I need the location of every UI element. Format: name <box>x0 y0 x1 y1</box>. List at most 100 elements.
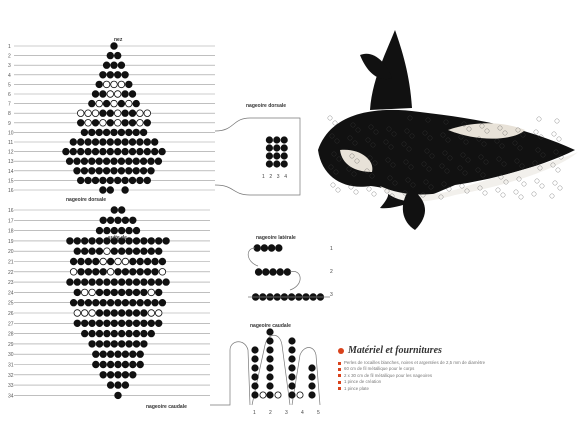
row-number: 12 <box>8 150 14 156</box>
bead-texture <box>354 158 360 164</box>
bead-texture <box>556 136 562 142</box>
black-bead <box>140 309 148 317</box>
row-number: 34 <box>8 393 14 399</box>
bead-texture <box>329 133 335 139</box>
black-bead <box>136 350 144 358</box>
bead-texture <box>557 185 563 191</box>
black-bead <box>92 360 100 369</box>
bead-texture <box>427 135 433 141</box>
row-number: 28 <box>8 332 14 338</box>
black-bead <box>132 288 141 297</box>
bead-texture <box>476 136 482 142</box>
white-bead <box>80 309 89 317</box>
row-number: 4 <box>8 73 11 79</box>
row-number: 30 <box>8 352 14 358</box>
black-bead <box>132 278 141 286</box>
bead-texture <box>466 126 472 132</box>
black-bead <box>125 237 133 245</box>
black-bead <box>251 382 259 390</box>
bead-texture <box>372 160 378 166</box>
black-bead <box>69 138 77 146</box>
white-bead <box>113 109 122 117</box>
black-bead <box>106 299 115 307</box>
black-bead <box>95 80 103 89</box>
material-item: 1 pince plate <box>338 386 578 392</box>
black-bead <box>110 42 118 50</box>
material-item: Perles de rocailles blanches, noires et … <box>338 360 578 366</box>
black-bead <box>99 176 107 185</box>
black-bead <box>92 268 100 276</box>
bead-texture <box>334 138 340 144</box>
white-bead <box>103 247 111 255</box>
bead-texture <box>428 184 434 190</box>
black-bead <box>102 167 111 175</box>
fin-number: 2 <box>269 174 272 180</box>
black-bead <box>147 278 155 286</box>
black-bead <box>128 147 137 156</box>
black-bead <box>265 136 273 144</box>
black-bead <box>136 147 144 156</box>
fin-number: 3 <box>277 174 280 180</box>
bead-texture <box>384 188 390 194</box>
black-bead <box>117 157 126 165</box>
black-bead <box>147 247 155 255</box>
black-bead <box>102 99 111 108</box>
black-bead <box>110 288 118 297</box>
bullet-icon <box>338 347 344 354</box>
bead-texture <box>465 157 471 163</box>
black-bead <box>308 373 316 381</box>
black-bead <box>99 350 107 358</box>
black-bead <box>132 340 141 348</box>
fin-number: 2 <box>269 410 272 416</box>
black-bead <box>103 309 111 317</box>
black-bead <box>269 268 277 276</box>
white-bead <box>147 288 155 297</box>
bead-texture <box>519 163 525 169</box>
bead-texture <box>349 153 355 159</box>
black-bead <box>132 99 140 108</box>
black-bead <box>117 329 126 338</box>
orca-flipper <box>402 188 426 230</box>
black-bead <box>266 391 274 399</box>
black-bead <box>65 157 74 165</box>
black-bead <box>73 247 81 255</box>
bead-texture <box>552 180 558 186</box>
row-number: 16 <box>8 188 14 194</box>
bead-texture <box>365 137 371 143</box>
row-number: 1 <box>8 44 11 50</box>
black-bead <box>136 268 144 276</box>
black-bead <box>95 309 104 317</box>
black-bead <box>66 278 74 286</box>
row-number: 15 <box>8 178 14 184</box>
black-bead <box>117 309 126 317</box>
bead-texture <box>402 190 408 196</box>
black-bead <box>139 157 148 165</box>
white-bead <box>99 257 107 266</box>
bead-texture <box>443 119 449 125</box>
bead-pattern-head <box>62 42 166 194</box>
bead-texture <box>517 145 523 151</box>
black-bead <box>103 237 111 245</box>
orca-photo-illustration <box>318 30 578 230</box>
black-bead <box>251 355 259 363</box>
bead-texture <box>554 118 560 124</box>
continuation-label: suite de <box>108 235 127 241</box>
pectoral-fin-pattern: 123 <box>247 244 333 301</box>
bead-texture <box>503 179 509 185</box>
black-bead <box>266 337 274 345</box>
black-bead <box>121 299 130 307</box>
black-bead <box>80 157 89 165</box>
bead-texture <box>367 155 373 161</box>
row-number: 29 <box>8 342 14 348</box>
black-bead <box>132 128 140 137</box>
bead-texture <box>534 178 540 184</box>
white-bead <box>274 391 282 399</box>
bullet-icon <box>338 387 341 391</box>
bead-texture <box>482 190 488 196</box>
black-bead <box>151 299 159 307</box>
bead-texture <box>459 183 465 189</box>
black-bead <box>121 268 130 276</box>
material-item: 60 cm de fil métallique pour le corps <box>338 366 578 372</box>
black-bead <box>113 51 122 60</box>
